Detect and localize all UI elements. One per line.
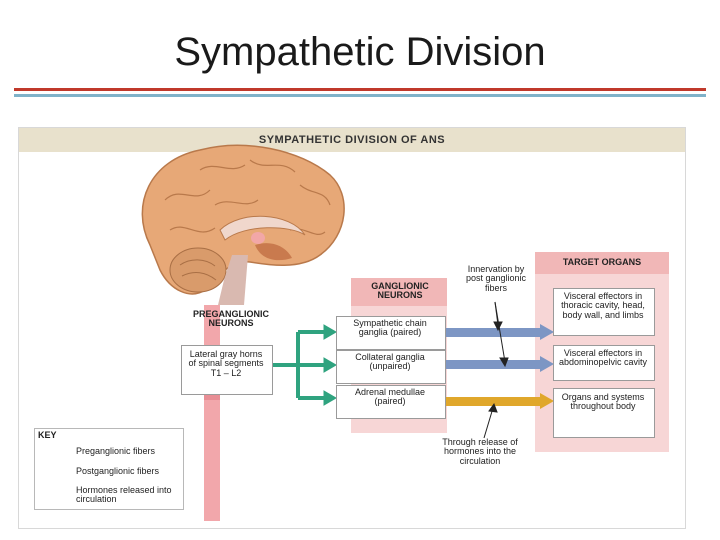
spinal-cord-lower [204, 305, 220, 521]
innervation-note: Innervation by post ganglionic fibers [465, 264, 527, 293]
target-thoracic-box [553, 288, 655, 336]
key-preganglionic-label: Preganglionic fibers [76, 446, 156, 456]
hormone-arrow [444, 393, 554, 409]
lateral-gray-horns-label: Lateral gray horns of spinal segments T1… [188, 349, 264, 378]
key-box [34, 428, 184, 510]
release-note: Through release of hormones into the cir… [442, 437, 518, 466]
target-thoracic-label: Visceral effectors in thoracic cavity, h… [561, 291, 645, 320]
key-title: KEY [38, 430, 57, 440]
target-abdominopelvic-label: Visceral effectors in abdominopelvic cav… [558, 348, 648, 368]
spinal-cord [218, 255, 248, 305]
key-postganglionic-label: Postganglionic fibers [76, 466, 160, 476]
ganglionic-neurons-label: GANGLIONIC NEURONS [371, 281, 429, 301]
target-abdominopelvic-box [553, 345, 655, 381]
target-systems-label: Organs and systems throughout body [561, 392, 645, 412]
brain-illustration [141, 144, 345, 295]
slide-title: Sympathetic Division [174, 30, 546, 74]
target-organs-label: TARGET ORGANS [562, 257, 642, 267]
target-header [535, 252, 669, 274]
title-rule-blue [14, 94, 706, 97]
adrenal-medullae-box [336, 385, 446, 419]
title-rule-red [14, 88, 706, 91]
figure-title: SYMPATHETIC DIVISION OF ANS [258, 134, 446, 146]
collateral-ganglia-label: Collateral ganglia (unpaired) [355, 352, 425, 372]
target-systems-box [553, 388, 655, 438]
key-hormones-label: Hormones released into circulation [76, 485, 172, 505]
pointer-arrows [483, 301, 509, 439]
figure-header-bar [19, 128, 685, 152]
sympathetic-chain-label: Sympathetic chain ganglia (paired) [353, 318, 427, 338]
sympathetic-chain-box [336, 316, 446, 350]
lateral-gray-horns-box [181, 345, 273, 395]
ganglionic-header [351, 278, 447, 306]
preganglionic-neurons-label: PREGANGLIONIC NEURONS [192, 309, 269, 329]
adrenal-medullae-label: Adrenal medullae (paired) [354, 387, 426, 407]
postganglionic-arrows [444, 324, 554, 372]
preganglionic-arrows [272, 324, 337, 406]
collateral-ganglia-box [336, 350, 446, 384]
